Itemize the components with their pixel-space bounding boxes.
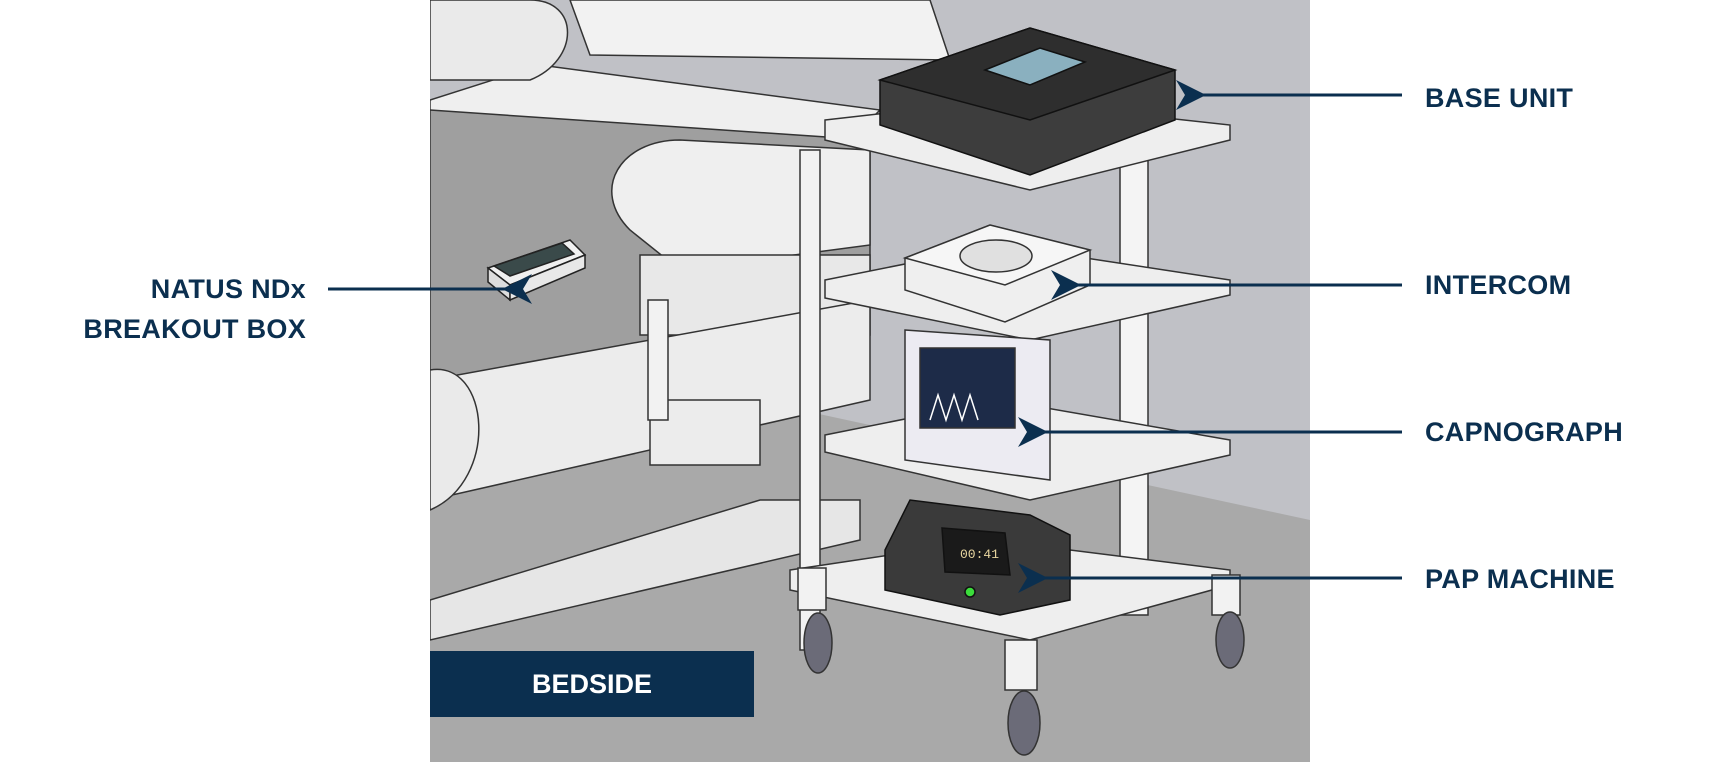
intercom xyxy=(902,224,1093,323)
bedside-illustration: 00:41 xyxy=(430,0,1310,762)
bedside-banner: BEDSIDE xyxy=(430,651,754,717)
label-intercom: INTERCOM xyxy=(1425,270,1572,300)
label-natus-line1: NATUS NDx xyxy=(150,274,306,304)
base-unit xyxy=(877,27,1178,176)
bed xyxy=(430,0,952,641)
bedside-label: BEDSIDE xyxy=(531,668,653,699)
label-natus-line2: BREAKOUT BOX xyxy=(83,314,306,344)
label-pap-machine: PAP MACHINE xyxy=(1425,564,1615,594)
capnograph xyxy=(904,329,1051,481)
pap-display-text: 00:41 xyxy=(960,547,999,562)
label-base-unit: BASE UNIT xyxy=(1425,83,1574,113)
label-capnograph: CAPNOGRAPH xyxy=(1425,417,1624,447)
